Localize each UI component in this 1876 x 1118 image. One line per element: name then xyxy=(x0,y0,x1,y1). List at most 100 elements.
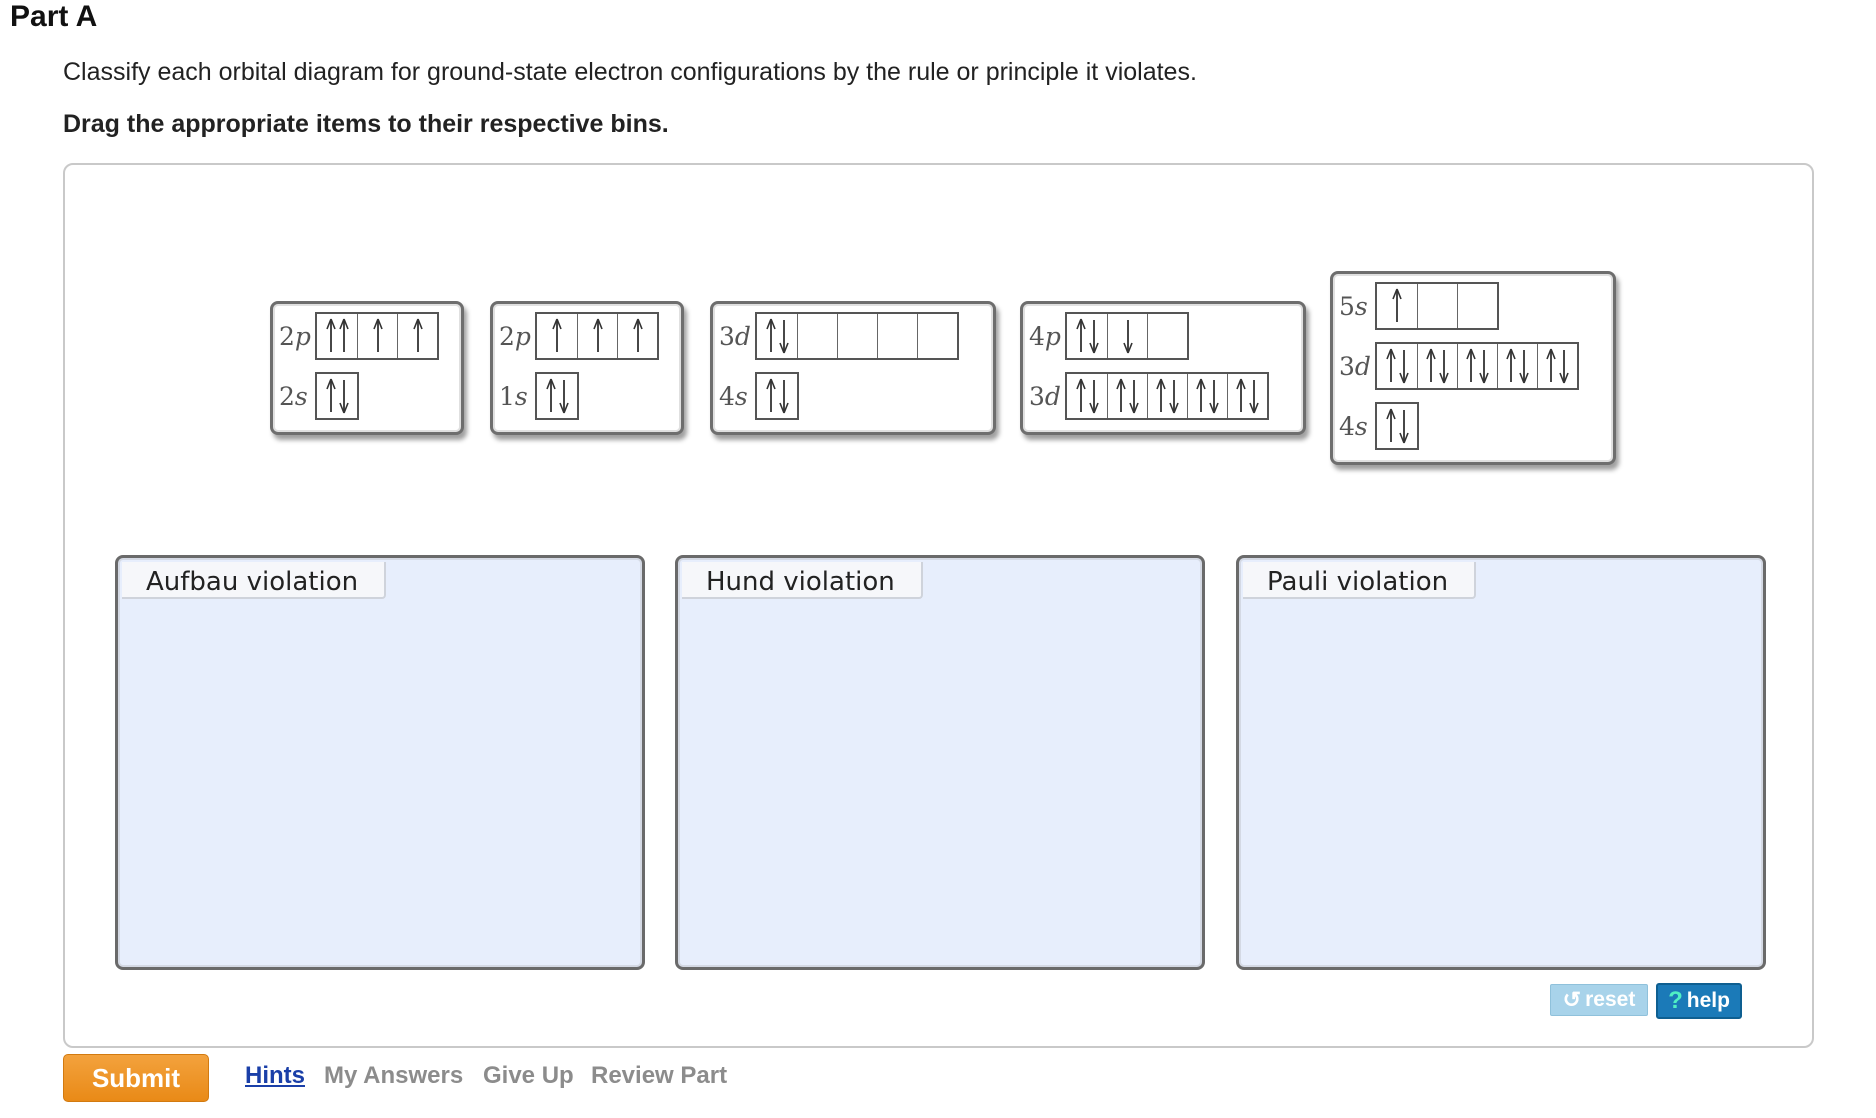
orbital-diagram-card[interactable]: 3d 4s xyxy=(710,301,996,435)
orbital-label: 2s xyxy=(279,382,315,411)
orbital-box xyxy=(1067,314,1107,358)
spin-down-arrow xyxy=(1129,380,1139,414)
subshell-letter: s xyxy=(514,381,528,411)
orbital-row: 2s xyxy=(279,372,359,420)
orbital-box xyxy=(1147,374,1187,418)
spin-down-arrow xyxy=(1439,350,1449,384)
bin-pauli-violation[interactable]: Pauli violation xyxy=(1236,555,1766,970)
orbital-label: 4s xyxy=(719,382,755,411)
spin-up-arrow xyxy=(338,318,349,352)
orbital-box xyxy=(1417,344,1457,388)
spin-up-arrow xyxy=(592,318,603,352)
spin-up-arrow xyxy=(1426,348,1436,382)
orbital-box xyxy=(1067,374,1107,418)
spin-up-arrow xyxy=(1385,348,1396,382)
give-up-link[interactable]: Give Up xyxy=(483,1062,574,1089)
bin-aufbau-violation[interactable]: Aufbau violation xyxy=(115,555,645,970)
orbital-label: 4s xyxy=(1339,412,1375,441)
spin-down-arrow xyxy=(1088,320,1099,354)
orbital-label: 1s xyxy=(499,382,535,411)
principal-quantum-number: 2 xyxy=(499,321,515,351)
orbital-box xyxy=(1457,344,1497,388)
orbital-diagram-card[interactable]: 4p 3d xyxy=(1020,301,1306,435)
orbital-boxes xyxy=(755,312,959,360)
principal-quantum-number: 3 xyxy=(719,321,735,351)
spin-up-arrow xyxy=(1385,408,1396,442)
subshell-letter: p xyxy=(294,321,311,351)
spin-up-arrow xyxy=(412,318,423,352)
spin-down-arrow xyxy=(338,380,349,414)
orbital-box xyxy=(757,374,797,418)
orbital-box xyxy=(917,314,957,358)
orbital-row: 3d xyxy=(719,312,959,360)
orbital-row: 3d xyxy=(1339,342,1579,390)
spin-down-arrow xyxy=(1122,320,1133,354)
undo-arrow-icon: ↺ xyxy=(1562,987,1582,1012)
orbital-box xyxy=(357,314,397,358)
spin-up-arrow xyxy=(545,378,556,412)
spin-up-arrow xyxy=(1236,378,1246,412)
principal-quantum-number: 3 xyxy=(1029,381,1045,411)
orbital-boxes xyxy=(535,312,659,360)
spin-down-arrow xyxy=(1398,350,1409,384)
subshell-letter: s xyxy=(1354,411,1368,441)
orbital-label: 4p xyxy=(1029,322,1065,351)
spin-down-arrow xyxy=(778,380,789,414)
spin-down-arrow xyxy=(778,320,789,354)
part-title: Part A xyxy=(10,0,98,33)
orbital-label: 3d xyxy=(1339,352,1375,381)
orbital-label: 3d xyxy=(1029,382,1065,411)
subshell-letter: s xyxy=(294,381,308,411)
spin-down-arrow xyxy=(1209,380,1219,414)
orbital-boxes xyxy=(1065,372,1269,420)
my-answers-link[interactable]: My Answers xyxy=(324,1062,464,1089)
spin-up-arrow xyxy=(1075,378,1086,412)
orbital-boxes xyxy=(535,372,579,420)
orbital-boxes xyxy=(315,312,439,360)
subshell-letter: d xyxy=(734,321,751,351)
question-mark-icon: ? xyxy=(1668,987,1683,1014)
drag-instructions: Drag the appropriate items to their resp… xyxy=(63,110,669,138)
subshell-letter: d xyxy=(1354,351,1371,381)
review-part-link[interactable]: Review Part xyxy=(591,1062,728,1089)
bin-label: Pauli violation xyxy=(1243,562,1477,599)
orbital-boxes xyxy=(315,372,359,420)
spin-up-arrow xyxy=(1546,348,1556,382)
spin-up-arrow xyxy=(1075,318,1086,352)
orbital-box xyxy=(1537,344,1577,388)
principal-quantum-number: 1 xyxy=(499,381,515,411)
subshell-letter: s xyxy=(734,381,748,411)
orbital-box xyxy=(1377,284,1417,328)
orbital-box xyxy=(1107,314,1147,358)
orbital-box xyxy=(1187,374,1227,418)
orbital-diagram-card[interactable]: 5s 3d 4s xyxy=(1330,271,1616,465)
orbital-row: 4s xyxy=(1339,402,1419,450)
spin-down-arrow xyxy=(1169,380,1179,414)
spin-up-arrow xyxy=(632,318,643,352)
principal-quantum-number: 4 xyxy=(1339,411,1355,441)
help-label: help xyxy=(1686,989,1730,1012)
spin-up-arrow xyxy=(1466,348,1476,382)
help-button[interactable]: ? help xyxy=(1656,983,1742,1019)
orbital-boxes xyxy=(755,372,799,420)
spin-down-arrow xyxy=(1249,380,1259,414)
orbital-box xyxy=(317,314,357,358)
reset-button[interactable]: ↺ reset xyxy=(1550,984,1648,1016)
submit-button[interactable]: Submit xyxy=(63,1054,209,1102)
orbital-box xyxy=(577,314,617,358)
bin-label: Hund violation xyxy=(682,562,923,599)
principal-quantum-number: 3 xyxy=(1339,351,1355,381)
spin-up-arrow xyxy=(1196,378,1206,412)
orbital-box xyxy=(317,374,357,418)
orbital-row: 5s xyxy=(1339,282,1499,330)
orbital-row: 4p xyxy=(1029,312,1189,360)
hints-link[interactable]: Hints xyxy=(245,1062,305,1089)
orbital-boxes xyxy=(1065,312,1189,360)
orbital-box xyxy=(1377,344,1417,388)
orbital-box xyxy=(1457,284,1497,328)
orbital-box xyxy=(1107,374,1147,418)
bin-hund-violation[interactable]: Hund violation xyxy=(675,555,1205,970)
spin-up-arrow xyxy=(1506,348,1516,382)
